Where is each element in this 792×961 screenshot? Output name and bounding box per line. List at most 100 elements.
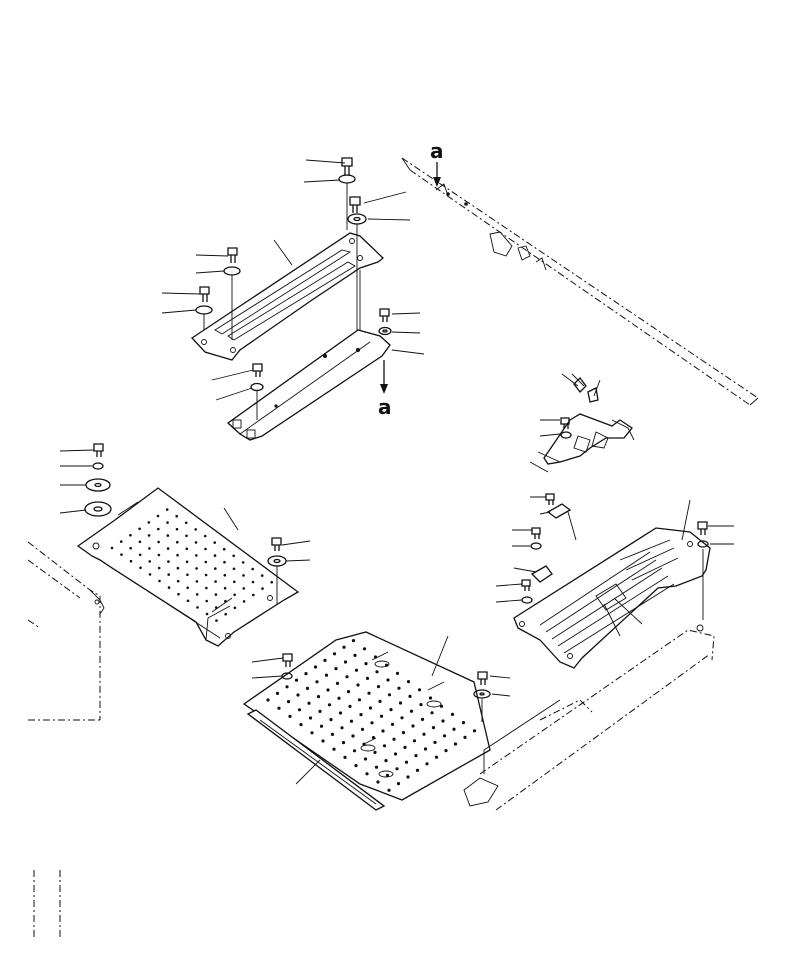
- perforation-dot: [419, 703, 423, 707]
- perforation-dot: [348, 704, 352, 709]
- perforation-dot: [129, 559, 133, 563]
- perforation-dot: [213, 554, 217, 557]
- perforation-dot: [403, 745, 407, 750]
- perforation-dot: [338, 711, 343, 715]
- perforation-dot: [204, 573, 208, 577]
- pedal-linkage-parts: [495, 373, 635, 604]
- perforation-dot: [223, 586, 227, 590]
- perforation-dot: [316, 695, 321, 699]
- perforation-dot: [385, 773, 390, 778]
- perforation-dot: [359, 713, 363, 717]
- perforation-dot: [387, 788, 391, 792]
- perforation-dot: [307, 701, 311, 705]
- reference-label-a-upper: a: [430, 139, 444, 163]
- perforation-dot: [370, 721, 374, 725]
- perforation-dot: [285, 685, 289, 689]
- perforation-dot: [270, 580, 274, 584]
- bolt-washer-set-right: [697, 521, 734, 620]
- perforation-dot: [299, 723, 303, 727]
- perforation-dot: [157, 553, 161, 557]
- perforation-dot: [215, 619, 218, 622]
- perforation-dot: [119, 540, 123, 543]
- perforation-dot: [323, 658, 327, 663]
- perforation-dot: [185, 534, 188, 538]
- perforation-dot: [442, 734, 447, 738]
- perforation-dot: [175, 527, 179, 531]
- perforation-dot: [329, 718, 333, 722]
- perforation-dot: [166, 534, 170, 537]
- cab-body-outline: [27, 541, 105, 940]
- perforation-dot: [396, 782, 401, 786]
- perforation-dot: [296, 693, 300, 697]
- perforation-dot: [327, 703, 332, 707]
- perforation-dot: [450, 712, 455, 717]
- perforation-dot: [417, 688, 422, 692]
- perforation-dot: [167, 586, 171, 589]
- perforation-dot: [138, 527, 141, 531]
- perforation-dot: [242, 574, 245, 577]
- perforation-dot: [275, 691, 280, 696]
- perforation-dot: [177, 592, 180, 596]
- perforation-dot: [204, 547, 207, 551]
- perforation-dot: [354, 668, 359, 672]
- perforation-dot: [138, 540, 142, 544]
- perforation-dot: [186, 573, 189, 577]
- perforation-dot: [414, 754, 418, 758]
- perforation-dot: [222, 547, 226, 551]
- perforation-dot: [373, 750, 377, 755]
- perforation-dot: [129, 533, 132, 537]
- perforation-dot: [186, 599, 190, 603]
- perforation-dot: [194, 528, 197, 531]
- perforation-dot: [233, 593, 236, 597]
- perforation-dot: [176, 566, 180, 570]
- perforation-dot: [147, 521, 151, 524]
- perforation-dot: [148, 573, 152, 576]
- perforation-dot: [406, 775, 410, 779]
- perforation-dot: [363, 757, 368, 761]
- perforation-dot: [167, 573, 170, 576]
- perforation-dot: [349, 719, 354, 723]
- perforation-dot: [326, 688, 330, 692]
- perforation-dot: [205, 586, 208, 590]
- perforation-dot: [444, 749, 448, 753]
- perforation-dot: [374, 765, 379, 769]
- perforation-dot: [356, 683, 360, 687]
- perforation-dot: [389, 708, 393, 712]
- perforation-dot: [381, 729, 385, 733]
- frame-member-lower: [463, 624, 715, 811]
- perforation-dot: [415, 768, 420, 773]
- perforation-dot: [214, 567, 217, 570]
- perforation-dot: [310, 731, 314, 735]
- perforation-dot: [365, 772, 369, 776]
- perforation-dot: [401, 731, 406, 735]
- perforation-dot: [463, 735, 467, 740]
- perforation-dot: [390, 722, 395, 727]
- perforation-dot: [341, 741, 346, 745]
- perforation-dot: [195, 554, 198, 557]
- perforation-dot: [214, 593, 218, 596]
- perforation-dot: [334, 667, 338, 671]
- perforation-dot: [148, 547, 151, 550]
- perforation-dot: [176, 553, 179, 557]
- perforation-dot: [375, 670, 379, 674]
- perforation-dot: [233, 580, 236, 584]
- perforation-dot: [428, 696, 433, 700]
- perforation-dot: [337, 696, 341, 700]
- perforation-dot: [343, 755, 347, 760]
- perforation-dot: [441, 719, 445, 723]
- perforation-dot: [319, 724, 324, 728]
- perforation-dot: [406, 680, 411, 684]
- perforation-dot: [430, 711, 434, 715]
- perforation-dot: [251, 580, 255, 584]
- perforation-dot: [224, 599, 227, 603]
- perforation-dot: [398, 701, 403, 705]
- perforation-dot: [392, 737, 396, 741]
- perforation-dot: [439, 704, 444, 708]
- perforation-dot: [297, 708, 302, 712]
- perforation-dot: [232, 554, 235, 558]
- perforation-dot: [304, 672, 308, 676]
- perforation-dot: [185, 560, 189, 564]
- perforation-dot: [203, 534, 207, 538]
- perforation-dot: [158, 579, 161, 583]
